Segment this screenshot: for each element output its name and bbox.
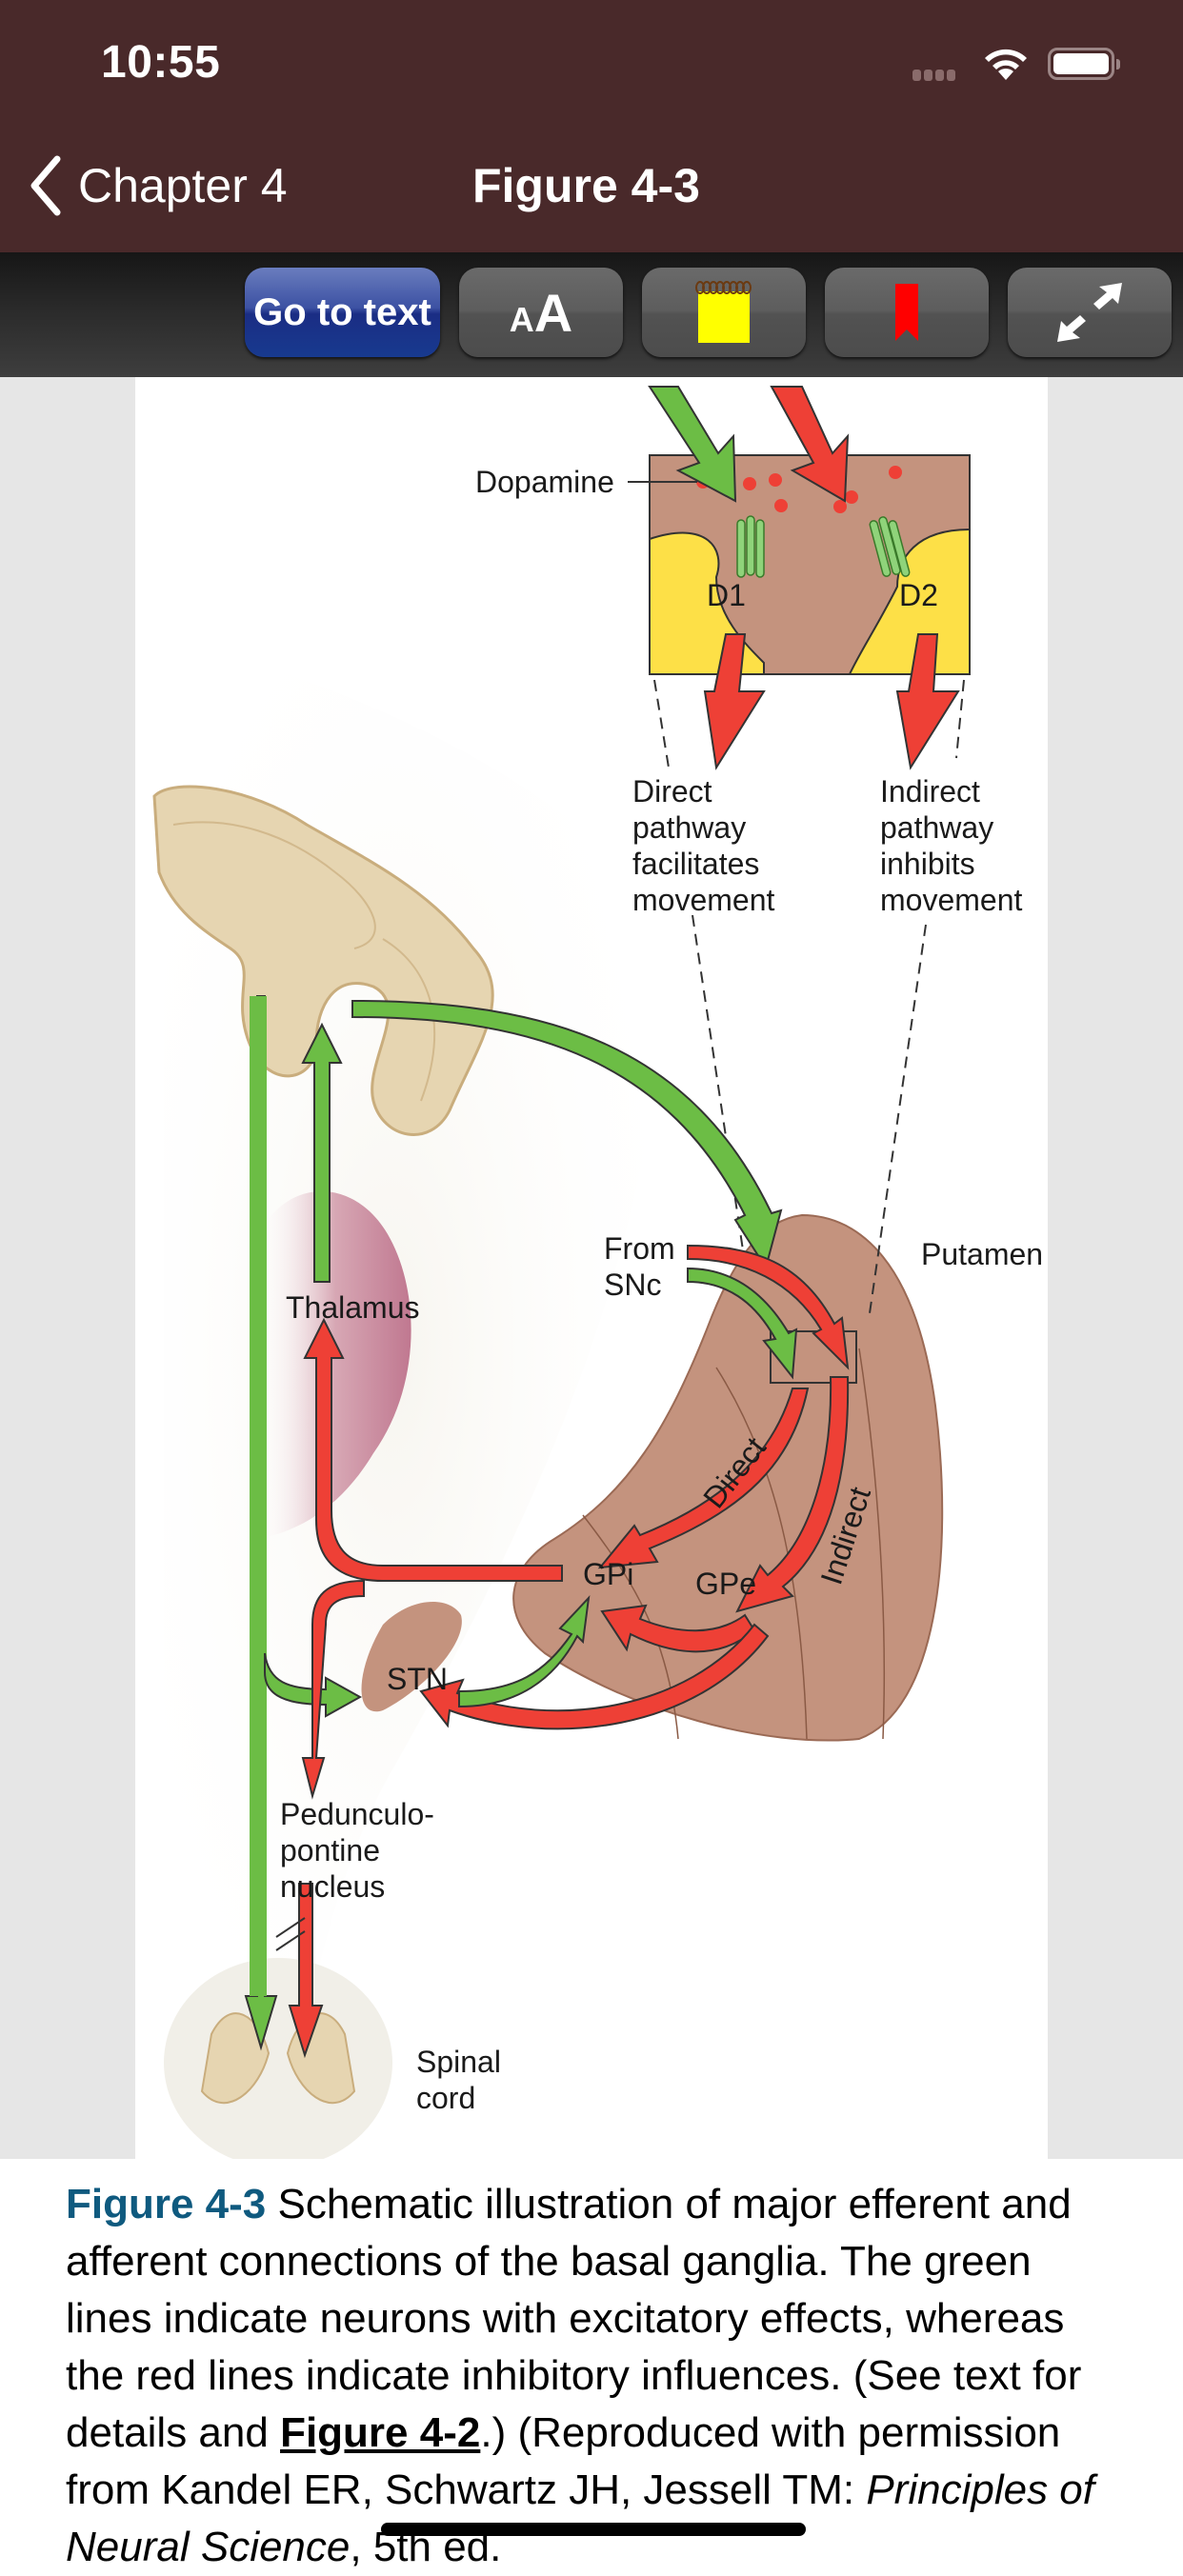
label-gpi: GPi [583, 1557, 633, 1591]
caption-text: Schematic illustration of major efferent… [66, 2181, 1082, 2456]
excitatory-arrow [687, 1267, 798, 1380]
inhibitory-arrow [703, 633, 766, 770]
bookmark-button[interactable] [825, 268, 989, 357]
go-to-text-button[interactable]: Go to text [245, 268, 440, 357]
status-time: 10:55 [101, 37, 221, 88]
notepad-icon [695, 281, 752, 343]
label-pedunculopontine-3: nucleus [280, 1869, 385, 1904]
cortex-shape [152, 785, 494, 1136]
label-spinal-cord-1: Spinal [416, 2045, 501, 2079]
direct-pathway-arrow [597, 1388, 810, 1569]
font-size-icon: AA [510, 282, 572, 344]
status-bar: 10:55 [0, 0, 1183, 124]
excitatory-arrow [458, 1595, 591, 1708]
excitatory-arrow [351, 999, 783, 1270]
inhibitory-arrow [600, 1604, 756, 1653]
label-putamen: Putamen [921, 1237, 1043, 1271]
label-direct-pathway-3: facilitates [632, 847, 759, 881]
navigation-bar: Chapter 4 Figure 4-3 [0, 124, 1183, 252]
inhibitory-arrow [288, 1883, 324, 2059]
label-thalamus: Thalamus [286, 1290, 420, 1325]
bookmark-icon [895, 284, 918, 341]
home-indicator[interactable] [381, 2523, 806, 2536]
label-from-snc-2: SNc [604, 1268, 661, 1302]
label-indirect-pathway-3: inhibits [880, 847, 975, 881]
wifi-icon [985, 49, 1027, 80]
indirect-pathway-arrow [735, 1376, 850, 1613]
go-to-text-label: Go to text [253, 290, 431, 333]
signal-icon [912, 69, 970, 82]
inhibitory-arrow [303, 1317, 563, 1582]
basal-ganglia-diagram: Dopamine D1 D2 Direct pathway facilitate… [152, 386, 1043, 2159]
caption-figure-label: Figure 4-3 [66, 2181, 267, 2227]
label-direct-pathway-2: pathway [632, 810, 746, 845]
inhibitory-arrow [895, 633, 960, 770]
figure-caption: Figure 4-3 Schematic illustration of maj… [66, 2176, 1123, 2576]
caption-text: .) (Reproduced with permission from Kand… [66, 2409, 1061, 2513]
label-d1: D1 [707, 578, 746, 612]
label-dopamine: Dopamine [475, 465, 614, 499]
label-direct-pathway-4: movement [632, 883, 775, 917]
spinal-cord-shape [164, 1958, 392, 2159]
inhibitory-arrow [687, 1244, 850, 1370]
label-d2: D2 [899, 578, 938, 612]
label-direct-pathway-1: Direct [632, 774, 712, 809]
receptor-channel-icon [736, 515, 911, 578]
inhibitory-arrow [419, 1623, 770, 1730]
back-button[interactable]: Chapter 4 [29, 152, 288, 219]
page-title: Figure 4-3 [472, 159, 700, 212]
expand-arrows-icon [1057, 283, 1122, 342]
note-button[interactable] [642, 268, 806, 357]
inhibitory-arrow [301, 1579, 365, 1800]
excitatory-arrow [264, 1652, 363, 1718]
label-indirect-pathway-4: movement [880, 883, 1023, 917]
back-label: Chapter 4 [78, 159, 288, 212]
figure-4-2-link[interactable]: Figure 4-2 [280, 2409, 481, 2456]
chevron-left-icon [30, 155, 61, 216]
toolbar: Go to text AA [0, 252, 1183, 377]
thalamus-shape [259, 1191, 411, 1539]
figure-image[interactable]: Dopamine D1 D2 Direct pathway facilitate… [135, 377, 1048, 2159]
stn-shape [361, 1602, 462, 1712]
figure-viewer: Dopamine D1 D2 Direct pathway facilitate… [0, 377, 1183, 2159]
label-gpe: GPe [695, 1567, 756, 1601]
label-pedunculopontine-1: Pedunculo- [280, 1797, 434, 1831]
label-stn: STN [387, 1662, 448, 1696]
font-size-button[interactable]: AA [459, 268, 623, 357]
battery-icon [1048, 48, 1120, 80]
excitatory-arrow [648, 386, 737, 503]
font-size-large-glyph: A [533, 282, 573, 343]
label-spinal-cord-2: cord [416, 2081, 475, 2115]
inhibitory-arrow [770, 386, 850, 503]
font-size-small-glyph: A [509, 299, 534, 339]
label-indirect-pathway-2: pathway [880, 810, 993, 845]
label-pedunculopontine-2: pontine [280, 1833, 380, 1867]
putamen-detail-box [770, 1330, 857, 1384]
excitatory-arrow [301, 1022, 343, 1283]
label-from-snc-1: From [604, 1231, 675, 1266]
fullscreen-button[interactable] [1008, 268, 1172, 357]
label-indirect-pathway-1: Indirect [880, 774, 980, 809]
